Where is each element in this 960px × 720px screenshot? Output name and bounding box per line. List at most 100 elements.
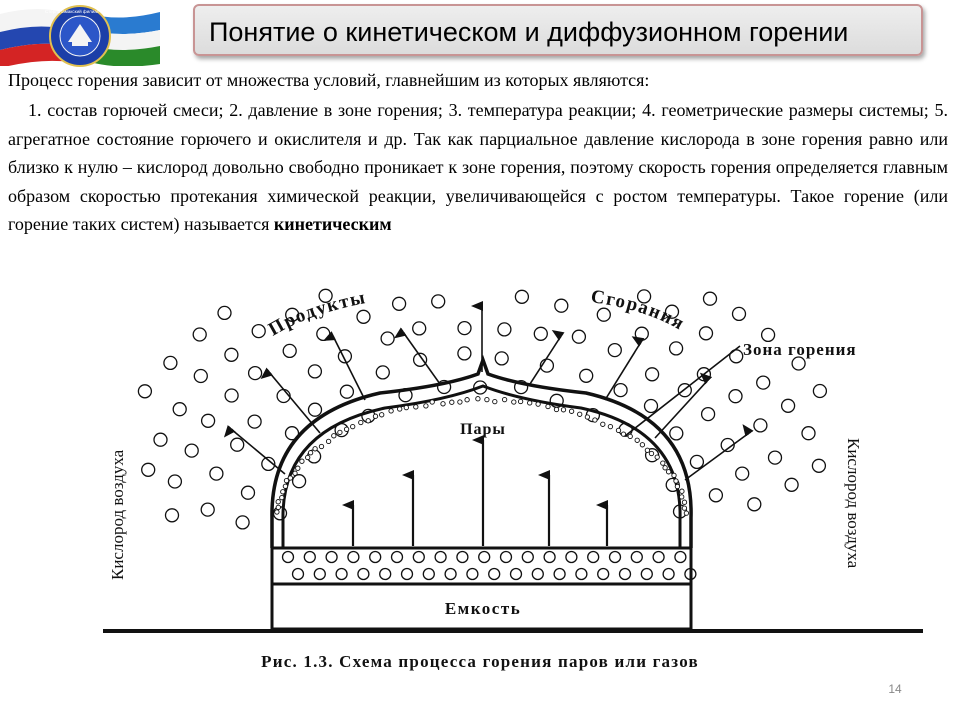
oxygen-molecule bbox=[731, 306, 747, 322]
oxygen-molecule bbox=[636, 289, 652, 304]
container-body bbox=[270, 582, 693, 631]
oxygen-molecule bbox=[514, 289, 530, 304]
zone-particle bbox=[388, 408, 394, 414]
zone-particle bbox=[423, 403, 429, 409]
oxygen-molecule bbox=[284, 426, 300, 441]
zone-particle bbox=[627, 433, 633, 440]
zone-particle bbox=[492, 398, 498, 405]
zone-particle bbox=[501, 396, 508, 403]
oxygen-molecule bbox=[644, 367, 660, 382]
liquid-molecule bbox=[434, 550, 447, 564]
oxygen-molecule bbox=[698, 326, 714, 341]
oxygen-molecule bbox=[261, 456, 276, 472]
oxygen-molecule bbox=[457, 346, 472, 361]
oxygen-molecule bbox=[579, 368, 594, 383]
liquid-molecule bbox=[466, 567, 479, 581]
oxygen-molecule bbox=[760, 327, 776, 343]
oxygen-molecule bbox=[380, 331, 395, 346]
liquid-molecule bbox=[335, 567, 348, 581]
zone-particle bbox=[275, 499, 281, 505]
liquid-molecule bbox=[509, 567, 523, 581]
oxygen-molecule bbox=[391, 296, 407, 311]
oxygen-molecule bbox=[457, 320, 472, 336]
zone-particle bbox=[337, 429, 343, 436]
oxygen-molecule bbox=[193, 368, 208, 384]
oxygen-molecule bbox=[780, 398, 796, 413]
main-paragraph: 1. состав горючей смеси; 2. давление в з… bbox=[8, 96, 948, 282]
zone-particle bbox=[654, 454, 660, 460]
zone-particle bbox=[535, 401, 541, 407]
oxygen-molecule bbox=[224, 347, 239, 362]
liquid-molecule bbox=[444, 567, 457, 581]
paragraph-term: кинетическим bbox=[273, 214, 392, 235]
zone-particle bbox=[449, 399, 455, 405]
oxygen-molecule bbox=[784, 477, 799, 492]
liquid-molecule bbox=[347, 550, 360, 564]
oxygen-molecule bbox=[497, 322, 512, 337]
zone-particle bbox=[671, 472, 677, 479]
slide-title: Понятие о кинетическом и диффузионном го… bbox=[209, 17, 849, 47]
zone-particle bbox=[343, 426, 350, 432]
liquid-molecule bbox=[674, 550, 687, 564]
zone-particle bbox=[648, 450, 655, 457]
zone-particle bbox=[372, 413, 379, 419]
zone-particle bbox=[325, 438, 332, 445]
zone-particle bbox=[674, 483, 681, 490]
oxygen-molecule bbox=[240, 485, 256, 500]
zone-particle bbox=[679, 488, 685, 494]
zone-particle bbox=[279, 494, 285, 501]
oxygen-molecule bbox=[664, 304, 680, 319]
liquid-molecule bbox=[499, 550, 513, 564]
zone-particle bbox=[511, 399, 517, 405]
liquid-molecule bbox=[488, 567, 501, 581]
zone-particle bbox=[475, 396, 481, 402]
zone-particle bbox=[358, 419, 364, 426]
university-logo: Стерлитамакский филиал БашГУ bbox=[0, 5, 160, 67]
liquid-molecules bbox=[281, 550, 697, 581]
slide-title-box: Понятие о кинетическом и диффузионном го… bbox=[193, 4, 923, 56]
combustion-diagram: Продукты Сгорания Зона горения Пары Емко… bbox=[103, 288, 923, 633]
oxygen-molecule bbox=[643, 398, 659, 414]
oxygen-molecule bbox=[337, 349, 353, 364]
oxygen-molecule bbox=[607, 342, 622, 358]
liquid-molecule bbox=[684, 567, 697, 581]
liquid-molecule bbox=[412, 550, 425, 564]
liquid-molecule bbox=[597, 567, 610, 581]
oxygen-molecule bbox=[172, 402, 187, 417]
zone-particle bbox=[644, 447, 651, 453]
zone-particle bbox=[292, 470, 298, 476]
zone-particle bbox=[464, 397, 470, 403]
zone-particle bbox=[665, 469, 672, 475]
oxygen-molecule bbox=[436, 379, 452, 395]
liquid-molecule bbox=[303, 550, 316, 564]
liquid-molecule bbox=[400, 567, 414, 581]
zone-particle bbox=[295, 465, 301, 471]
oxygen-molecule bbox=[668, 341, 684, 356]
intro-text: Процесс горения зависит от множества усл… bbox=[8, 70, 650, 90]
liquid-molecule bbox=[313, 567, 326, 581]
label-oxygen-left: Кислород воздуха bbox=[108, 449, 127, 580]
liquid-molecule bbox=[608, 550, 622, 564]
oxygen-molecule bbox=[316, 326, 331, 342]
oxygen-molecule bbox=[230, 437, 245, 452]
label-vapors: Пары bbox=[460, 421, 506, 438]
oxygen-molecule bbox=[412, 321, 427, 336]
oxygen-molecule bbox=[700, 406, 716, 422]
page-number: 14 bbox=[888, 682, 902, 696]
zone-particle bbox=[484, 396, 490, 403]
label-oxygen-right: Кислород воздуха bbox=[844, 438, 863, 569]
zone-particle bbox=[517, 398, 524, 405]
zone-particle bbox=[568, 408, 575, 414]
oxygen-molecule bbox=[184, 443, 199, 458]
oxygen-molecule bbox=[247, 414, 262, 429]
zone-particle bbox=[545, 403, 551, 410]
liquid-molecule bbox=[521, 550, 534, 564]
oxygen-molecule bbox=[756, 375, 771, 390]
liquid-molecule bbox=[369, 550, 382, 564]
zone-particle bbox=[620, 431, 627, 437]
zone-particle bbox=[305, 454, 311, 461]
liquid-molecule bbox=[565, 550, 578, 564]
oxygen-molecule bbox=[494, 351, 509, 366]
zone-particle bbox=[457, 399, 463, 405]
liquid-molecule bbox=[456, 550, 469, 564]
